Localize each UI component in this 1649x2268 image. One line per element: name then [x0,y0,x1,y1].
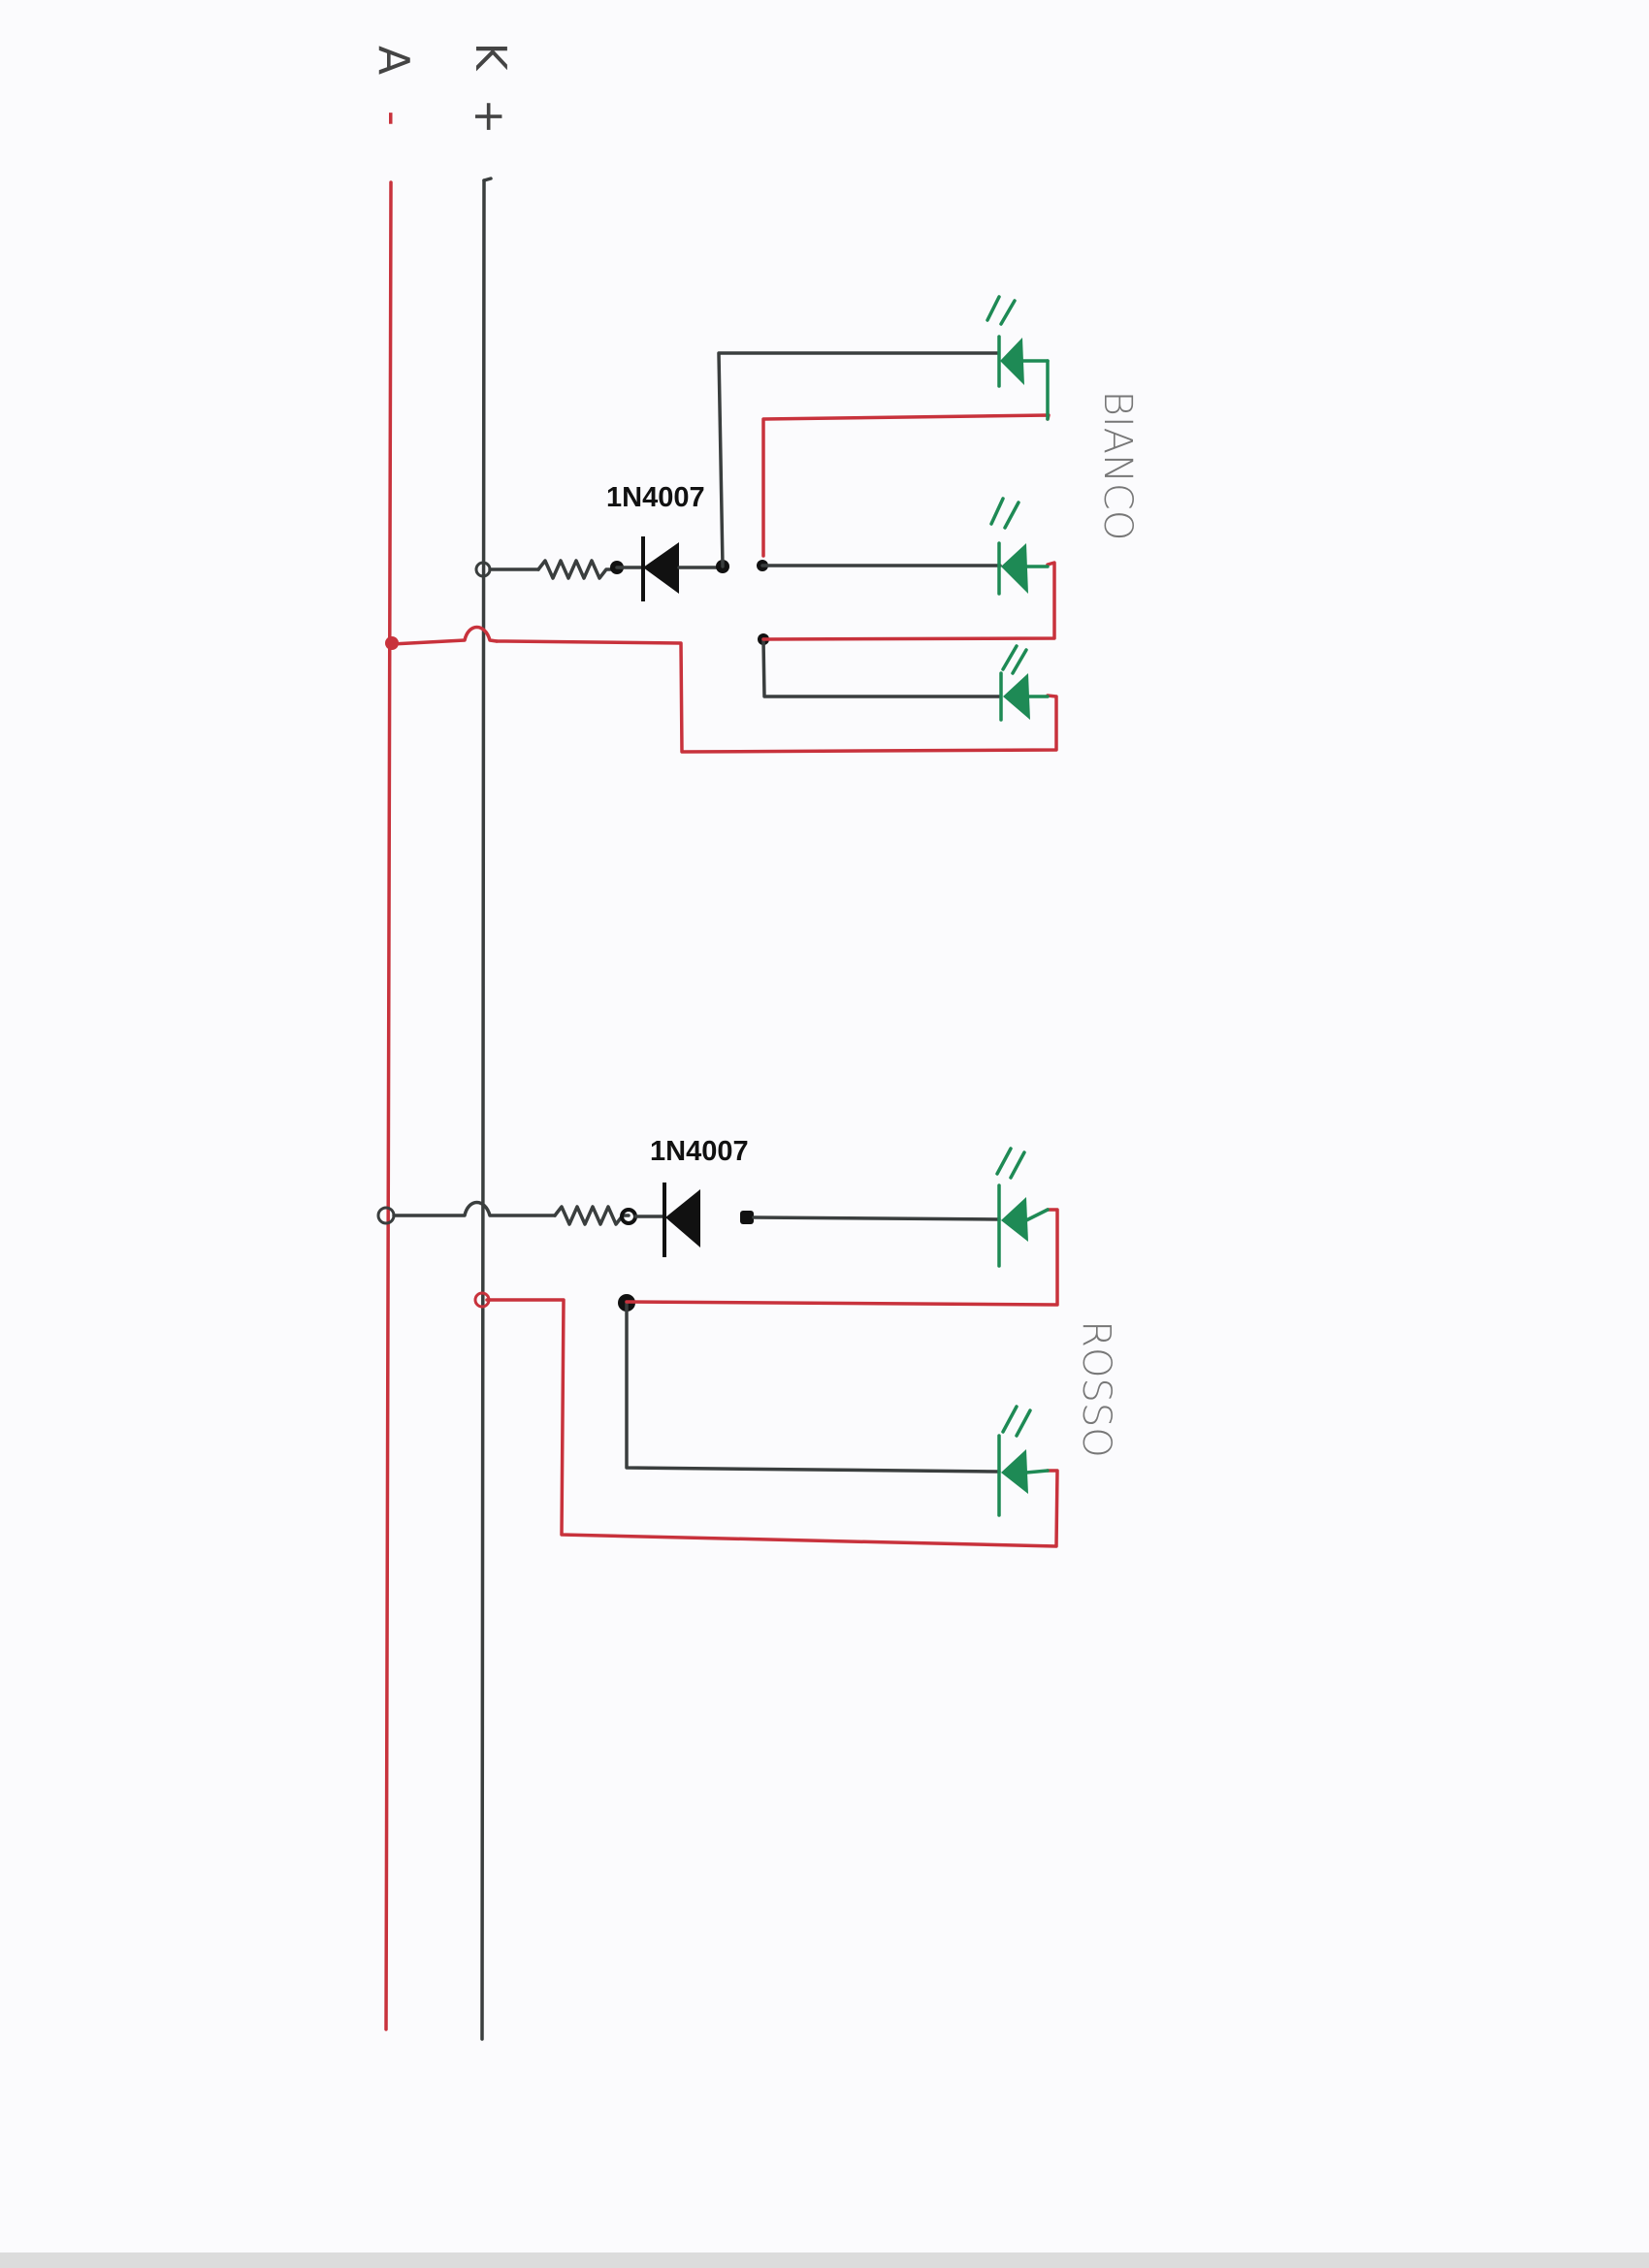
group-bianco: 1N4007 [385,295,1140,754]
resistor-2 [553,1205,630,1226]
led-4 [995,1147,1050,1268]
rail-sign-plus: + [465,99,514,135]
return-to-negative-1 [390,625,499,646]
positive-rail [480,178,486,2041]
junction-negative-1 [385,636,399,650]
junction-positive-2 [473,1291,491,1309]
diode-2 [665,1189,700,1247]
rail-letter-k: K [466,43,515,72]
resistor-1 [536,559,620,580]
wire-to-led-3 [761,637,1002,698]
rail-sign-minus: - [369,111,418,126]
diode-label-2: 1N4007 [650,1136,749,1167]
return-led-1 [761,413,1051,558]
return-led-4 [625,1208,1059,1307]
node-diode-2 [740,1211,754,1224]
group-label-rosso: ROSSO [1074,1320,1118,1458]
led-5 [997,1405,1050,1517]
group-rosso: 1N4007 ROSSO [376,1136,1118,1548]
led-2 [989,497,1050,596]
wire-to-led-5 [625,1301,1001,1474]
return-led-2 [761,561,1056,641]
wire-feed-2 [392,1200,557,1217]
return-led-3 [495,639,1058,754]
wire-to-led-1 [717,351,1000,568]
diode-label-1: 1N4007 [606,482,705,513]
negative-rail [384,180,393,2031]
rail-letter-a: A [369,46,418,75]
led-3 [999,644,1050,722]
diode-1 [643,542,679,594]
junction-negative-feed-2 [376,1206,396,1225]
group-label-bianco: BIANCO [1095,391,1140,541]
return-led-5 [485,1298,1059,1548]
scan-edge [0,2252,1649,2268]
led-1 [986,295,1050,421]
rail-label-positive: K + [465,43,515,135]
wire-to-led-4 [752,1215,1001,1221]
positive-rail-tick [482,177,493,182]
rail-label-negative: A - [369,46,418,126]
